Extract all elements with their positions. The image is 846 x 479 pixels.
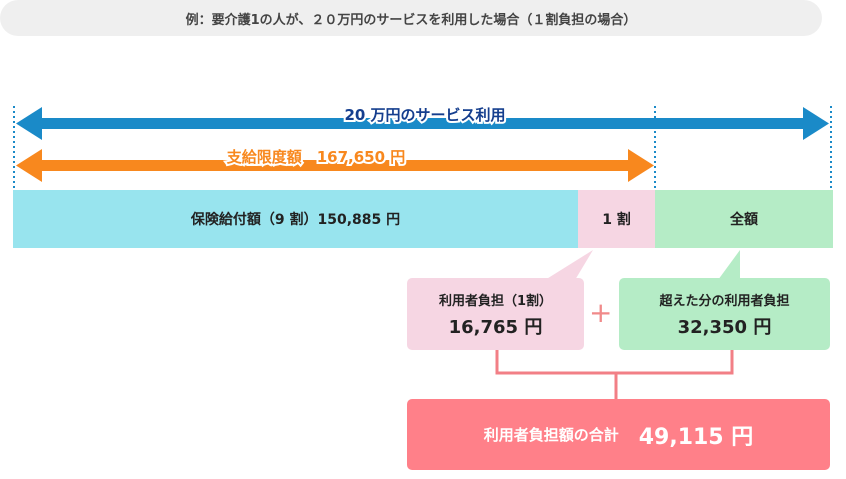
- total-value: 49,115 円: [638, 424, 754, 450]
- copay-label: 利用者負担（1割）: [438, 293, 553, 309]
- full-amount-label: 全額: [730, 212, 758, 228]
- total-service-arrow: [16, 107, 829, 140]
- plus-icon: +: [589, 296, 613, 329]
- one-tenth-segment: 1 割: [578, 190, 655, 248]
- copay-value: 16,765 円: [448, 316, 543, 338]
- excess-label: 超えた分の利用者負担: [659, 293, 790, 309]
- insurance-label: 保険給付額（9 割）150,885 円: [190, 212, 401, 228]
- total-box: 利用者負担額の合計 49,115 円: [407, 399, 830, 470]
- benefit-limit-label: 支給限度額 167,650 円: [225, 146, 408, 168]
- green-pointer: [718, 250, 740, 280]
- excess-value: 32,350 円: [677, 316, 772, 338]
- total-service-label: 20 万円のサービス利用: [342, 104, 507, 126]
- total-label: 利用者負担額の合計: [483, 426, 619, 444]
- benefit-limit-arrow: [16, 149, 654, 182]
- banner-text: 例：要介護1の人が、２０万円のサービスを利用した場合（１割負担の場合）: [185, 12, 637, 28]
- example-banner: 例：要介護1の人が、２０万円のサービスを利用した場合（１割負担の場合）: [0, 0, 822, 36]
- insurance-segment: 保険給付額（9 割）150,885 円: [13, 190, 578, 248]
- dotted-guides: [13, 106, 832, 190]
- one-tenth-label: 1 割: [602, 212, 631, 228]
- copay-box: 利用者負担（1割） 16,765 円: [407, 278, 584, 350]
- connector-lines: [495, 350, 734, 399]
- excess-box: 超えた分の利用者負担 32,350 円: [619, 278, 830, 350]
- pink-pointer: [545, 250, 593, 280]
- full-amount-segment: 全額: [655, 190, 833, 248]
